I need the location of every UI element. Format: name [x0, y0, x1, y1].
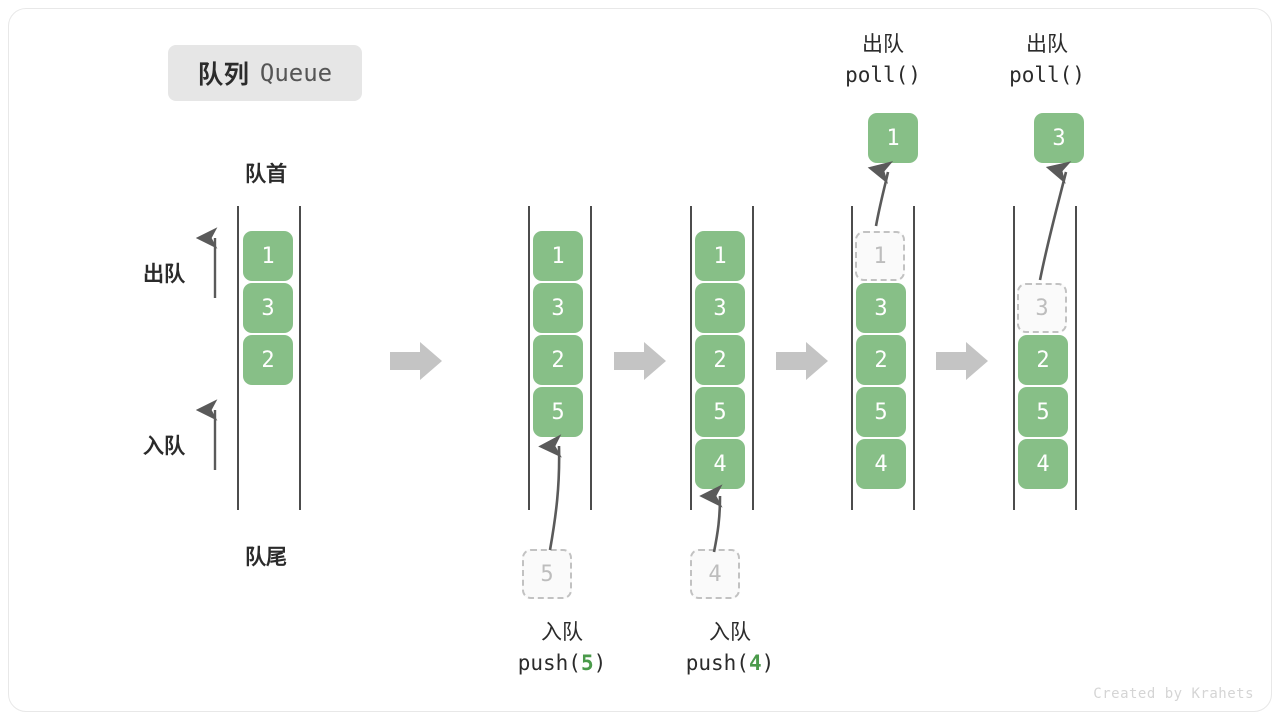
- queue-element: 1: [695, 231, 745, 281]
- title-english: Queue: [259, 59, 333, 87]
- queue-element: 2: [533, 335, 583, 385]
- polled-element: 1: [868, 113, 918, 163]
- step-arrow-icon: [776, 342, 828, 380]
- caption-fn-end: ): [593, 651, 607, 676]
- caption-cn: 入队: [709, 621, 751, 644]
- caption-arg: 5: [580, 651, 594, 676]
- label-enqueue-direction: 入队: [143, 435, 185, 458]
- label-dequeue-direction: 出队: [143, 263, 185, 286]
- queue-element: 5: [856, 387, 906, 437]
- dequeue-direction-arrow-icon: [195, 227, 218, 298]
- caption-cn: 出队: [1026, 33, 1068, 56]
- push-arrow-icon: [538, 434, 562, 551]
- queue-element: 2: [1018, 335, 1068, 385]
- removed-element-ghost: 1: [855, 231, 905, 281]
- label-queue-rear: 队尾: [245, 546, 287, 569]
- queue-element: 3: [533, 283, 583, 333]
- step-arrow-icon: [614, 342, 666, 380]
- caption-push-4: 入队 push(4): [630, 618, 830, 679]
- queue-element: 2: [856, 335, 906, 385]
- rail-right: [913, 206, 915, 510]
- rail-left: [690, 206, 692, 510]
- caption-fn: push(: [517, 651, 581, 676]
- incoming-element-ghost: 5: [522, 549, 572, 599]
- caption-cn: 入队: [541, 621, 583, 644]
- caption-poll-1: 出队 poll(): [808, 30, 958, 91]
- caption-code: poll(): [1009, 63, 1085, 88]
- caption-fn-end: ): [761, 651, 775, 676]
- rail-left: [851, 206, 853, 510]
- rail-left: [237, 206, 239, 510]
- polled-element: 3: [1034, 113, 1084, 163]
- queue-element-new: 4: [695, 439, 745, 489]
- rail-left: [1013, 206, 1015, 510]
- queue-element-new: 5: [533, 387, 583, 437]
- poll-arrow-icon: [1038, 161, 1072, 281]
- step-arrow-icon: [936, 342, 988, 380]
- diagram-title-badge: 队列 Queue: [168, 45, 362, 101]
- rail-right: [590, 206, 592, 510]
- poll-arrow-icon: [867, 161, 894, 227]
- rail-right: [752, 206, 754, 510]
- queue-element: 3: [856, 283, 906, 333]
- queue-element: 4: [1018, 439, 1068, 489]
- enqueue-direction-arrow-icon: [195, 399, 218, 470]
- caption-fn: push(: [685, 651, 749, 676]
- queue-element: 2: [695, 335, 745, 385]
- queue-element: 1: [533, 231, 583, 281]
- label-queue-front: 队首: [245, 163, 287, 186]
- caption-cn: 出队: [862, 33, 904, 56]
- queue-element: 4: [856, 439, 906, 489]
- title-chinese: 队列: [197, 61, 250, 89]
- step-arrow-icon: [390, 342, 442, 380]
- incoming-element-ghost: 4: [690, 549, 740, 599]
- rail-right: [299, 206, 301, 510]
- watermark-credit: Created by Krahets: [1093, 686, 1254, 702]
- rail-right: [1075, 206, 1077, 510]
- caption-arg: 4: [748, 651, 762, 676]
- queue-element: 5: [1018, 387, 1068, 437]
- caption-code: push(5): [462, 648, 662, 678]
- removed-element-ghost: 3: [1017, 283, 1067, 333]
- caption-poll-3: 出队 poll(): [972, 30, 1122, 91]
- queue-element: 3: [243, 283, 293, 333]
- caption-code: push(4): [630, 648, 830, 678]
- queue-element: 1: [243, 231, 293, 281]
- caption-push-5: 入队 push(5): [462, 618, 662, 679]
- rail-left: [528, 206, 530, 510]
- caption-code: poll(): [845, 63, 921, 88]
- queue-element: 5: [695, 387, 745, 437]
- push-arrow-icon: [699, 484, 723, 553]
- queue-element: 2: [243, 335, 293, 385]
- queue-element: 3: [695, 283, 745, 333]
